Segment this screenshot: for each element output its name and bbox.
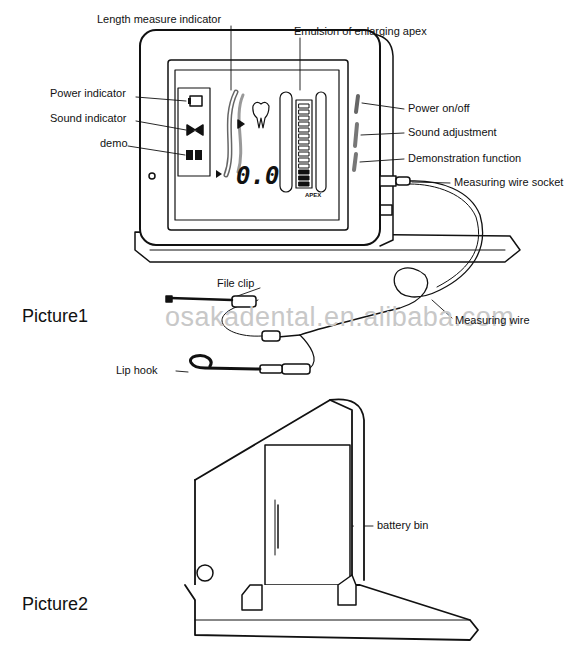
figure-caption: Picture2 bbox=[22, 594, 88, 614]
callout-label: File clip bbox=[217, 277, 254, 290]
bar-segment bbox=[299, 140, 309, 144]
bar-segment bbox=[299, 134, 309, 138]
bar-segment bbox=[299, 116, 309, 120]
bar-segment bbox=[299, 122, 309, 126]
callout-label: Power on/off bbox=[408, 102, 470, 115]
bar-segment bbox=[299, 170, 309, 174]
bar-segment bbox=[299, 152, 309, 156]
bar-segment bbox=[299, 182, 309, 186]
callout-label: Power indicator bbox=[50, 87, 126, 100]
lcd-digits: 0.0 bbox=[236, 163, 279, 189]
bar-segment bbox=[299, 146, 309, 150]
bar-segment bbox=[299, 110, 309, 114]
callout-label: Sound adjustment bbox=[408, 126, 497, 139]
callout-label: Lip hook bbox=[116, 364, 158, 377]
callout-label: Emulsion of enlarging apex bbox=[294, 25, 427, 38]
figure-caption: Picture1 bbox=[22, 306, 88, 326]
callout-label: battery bin bbox=[377, 519, 428, 532]
callout-label: Measuring wire bbox=[455, 314, 530, 327]
callout-label: demo bbox=[100, 137, 128, 150]
bar-segment bbox=[299, 158, 309, 162]
bar-segment bbox=[299, 176, 309, 180]
bar-segment bbox=[299, 128, 309, 132]
callout-label: Length measure indicator bbox=[97, 13, 221, 26]
bar-segment bbox=[299, 104, 309, 108]
callout-label: Demonstration function bbox=[408, 152, 521, 165]
bar-segment bbox=[299, 164, 309, 168]
callout-label: Measuring wire socket bbox=[454, 176, 563, 189]
lcd-text: APEX bbox=[305, 192, 321, 199]
callout-label: Sound indicator bbox=[50, 112, 126, 125]
